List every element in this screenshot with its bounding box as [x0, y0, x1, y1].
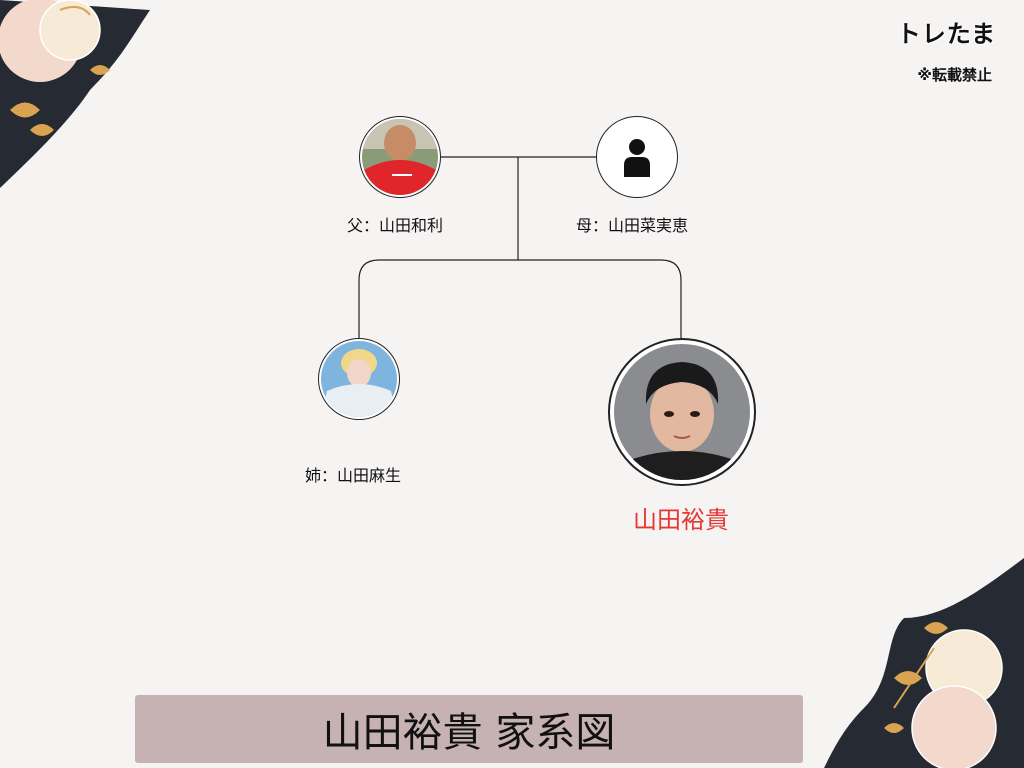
page-title: 山田裕貴 家系図 [322, 710, 616, 756]
father-avatar [359, 116, 441, 198]
title-banner: 山田裕貴 家系図 [135, 695, 803, 763]
mother-avatar [596, 116, 678, 198]
sister-label: 姉：山田麻生 [305, 466, 402, 485]
person-silhouette-icon [624, 139, 650, 177]
reprint-prohibited-notice: ※転載禁止 [917, 66, 992, 84]
subject-photo [614, 344, 750, 480]
sister-avatar [318, 338, 400, 420]
father-label: 父：山田和利 [347, 216, 444, 235]
mother-label: 母：山田菜実恵 [576, 216, 689, 235]
subject-avatar [608, 338, 756, 486]
sister-photo [321, 341, 397, 417]
floral-decoration-bottom-right [824, 558, 1024, 768]
brand-logo: トレたま [896, 20, 996, 48]
father-photo [362, 119, 438, 195]
subject-name: 山田裕貴 [633, 506, 729, 534]
floral-decoration-top-left [0, 0, 150, 188]
